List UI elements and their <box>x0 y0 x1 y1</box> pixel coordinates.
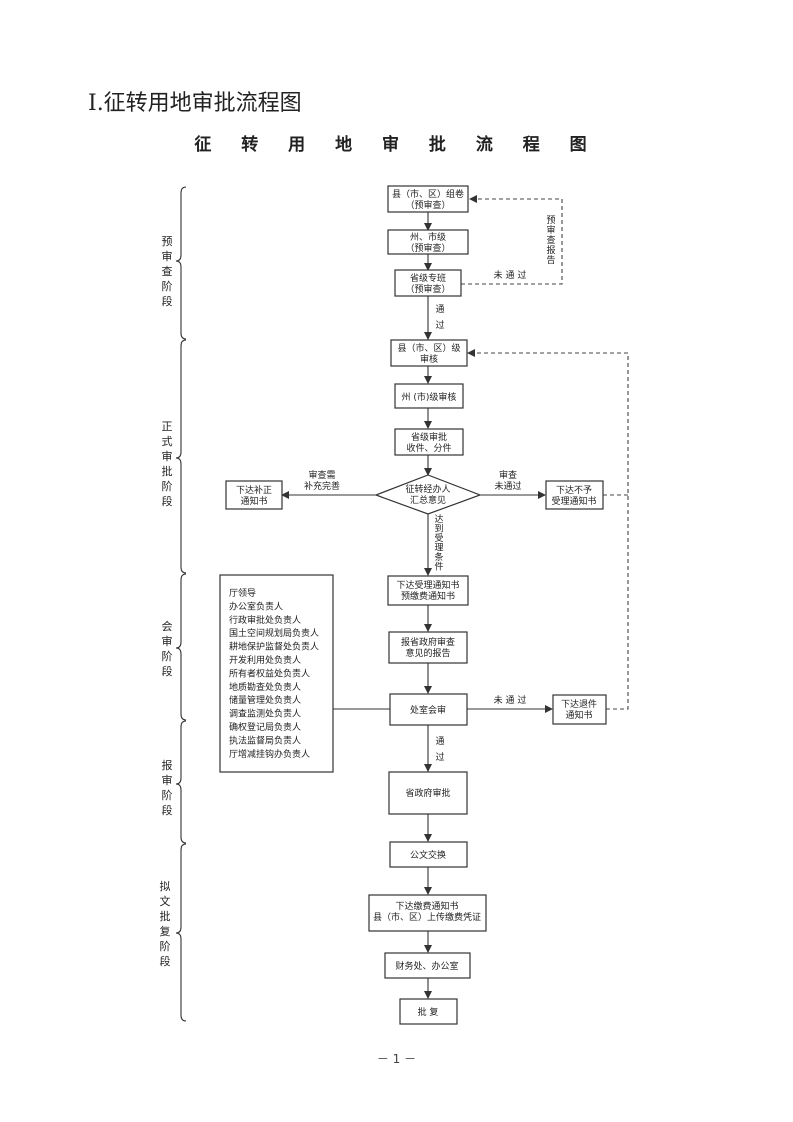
edge-label-not-passed-1: 未 通 过 <box>494 269 527 281</box>
stage-label-formal-approval: 正式审批阶段 <box>162 420 173 508</box>
node-accept-notice: 下达受理通知书预缴费通知书 <box>387 575 469 606</box>
node-finance-office: 财务处、办公室 <box>384 952 471 979</box>
participant-item: 储量管理处负责人 <box>229 694 301 706</box>
node-doc-exchange: 公文交换 <box>389 841 468 868</box>
participant-item: 所有者权益处负责人 <box>229 667 310 679</box>
svg-text:省级专班（预审查）: 省级专班（预审查） <box>405 272 450 295</box>
node-reply: 批 复 <box>399 998 458 1025</box>
svg-text:下达缴费通知书县（市、区）上传缴费凭证: 下达缴费通知书县（市、区）上传缴费凭证 <box>373 900 481 923</box>
svg-text:征转经办人汇总意见: 征转经办人汇总意见 <box>405 483 450 506</box>
edge-label-review-not-passed: 审查未通过 <box>494 469 521 492</box>
svg-text:公文交换: 公文交换 <box>410 849 446 861</box>
node-county-review: 县（市、区）级审核 <box>390 339 468 367</box>
edge-label-pre-report: 预审查报告 <box>546 215 555 266</box>
page-number: － 1 － <box>376 1052 417 1066</box>
participant-item: 厅领导 <box>229 587 256 599</box>
stage-label-pre-review: 预审查阶段 <box>162 235 173 308</box>
stage-label-joint-review: 会审阶段 <box>162 620 173 678</box>
node-joint-review: 处室会审 <box>389 693 468 726</box>
svg-text:下达不予受理通知书: 下达不予受理通知书 <box>551 484 596 507</box>
edge-label-not-passed-2: 未 通 过 <box>494 694 527 706</box>
svg-text:财务处、办公室: 财务处、办公室 <box>395 960 458 972</box>
edge-label-passed-1: 通过 <box>435 304 444 331</box>
node-province-receive: 省级审批收件、分件 <box>394 428 464 456</box>
svg-text:报省政府审查意见的报告: 报省政府审查意见的报告 <box>401 636 455 659</box>
svg-text:下达补正通知书: 下达补正通知书 <box>236 484 272 507</box>
svg-text:州、市级（预审查）: 州、市级（预审查） <box>405 231 450 254</box>
node-handler-opinion: 征转经办人汇总意见 <box>374 474 482 515</box>
edge-label-meets-conditions: 达到受理条件 <box>434 513 443 573</box>
participants-box: 厅领导办公室负责人行政审批处负责人国土空间规划局负责人耕地保护监督处负责人开发利… <box>219 574 334 773</box>
edge-label-passed-2: 通过 <box>435 736 444 763</box>
node-gov-report: 报省政府审查意见的报告 <box>388 631 468 664</box>
participant-item: 办公室负责人 <box>229 600 283 612</box>
node-state-review: 州 (市)级审核 <box>394 383 464 409</box>
participant-item: 行政审批处负责人 <box>229 614 301 626</box>
svg-text:下达退件通知书: 下达退件通知书 <box>561 698 597 721</box>
stage-label-submission: 报审阶段 <box>162 758 173 817</box>
stage-brace-joint-review <box>175 573 187 721</box>
participant-item: 耕地保护监督处负责人 <box>229 641 319 653</box>
node-fee-notice: 下达缴费通知书县（市、区）上传缴费凭证 <box>368 894 487 932</box>
node-province-special: 省级专班（预审查） <box>394 269 462 297</box>
svg-text:省政府审批: 省政府审批 <box>405 787 450 799</box>
node-issue-supplement: 下达补正通知书 <box>225 480 283 510</box>
participant-item: 国土空间规划局负责人 <box>229 627 319 639</box>
node-gov-approval: 省政府审批 <box>388 771 468 815</box>
node-issue-return: 下达退件通知书 <box>552 694 607 725</box>
svg-text:县（市、区）级审核: 县（市、区）级审核 <box>397 342 460 365</box>
svg-text:处室会审: 处室会审 <box>410 704 446 716</box>
node-issue-reject: 下达不予受理通知书 <box>545 480 604 510</box>
svg-text:省级审批收件、分件: 省级审批收件、分件 <box>406 431 451 454</box>
svg-text:批 复: 批 复 <box>418 1006 439 1018</box>
stage-label-drafting-reply: 拟文批复阶段 <box>160 879 171 968</box>
stage-brace-formal-approval <box>175 339 187 574</box>
stage-brace-submission <box>175 720 187 844</box>
edge-label-needs-supplement: 审查需补充完善 <box>304 469 340 492</box>
svg-text:下达受理通知书预缴费通知书: 下达受理通知书预缴费通知书 <box>396 579 459 602</box>
participant-item: 调查监测处负责人 <box>229 708 301 720</box>
participant-item: 确权登记局负责人 <box>229 721 301 733</box>
svg-text:州 (市)级审核: 州 (市)级审核 <box>402 391 457 403</box>
participants-list: 厅领导办公室负责人行政审批处负责人国土空间规划局负责人耕地保护监督处负责人开发利… <box>229 587 319 760</box>
participant-item: 厅增减挂钩办负责人 <box>229 748 310 760</box>
participant-item: 地质勘查处负责人 <box>229 681 301 693</box>
participant-item: 执法监督局负责人 <box>229 734 301 746</box>
chart-title: 征 转 用 地 审 批 流 程 图 <box>194 135 599 155</box>
page-heading: Ⅰ.征转用地审批流程图 <box>88 91 302 116</box>
node-city-level: 州、市级（预审查） <box>387 229 469 255</box>
participant-item: 开发利用处负责人 <box>229 654 301 666</box>
stage-brace-drafting-reply <box>175 843 187 1022</box>
node-county-group: 县（市、区）组卷（预审查） <box>387 185 469 213</box>
svg-text:县（市、区）组卷（预审查）: 县（市、区）组卷（预审查） <box>392 188 464 211</box>
stage-brace-pre-review <box>175 186 187 340</box>
